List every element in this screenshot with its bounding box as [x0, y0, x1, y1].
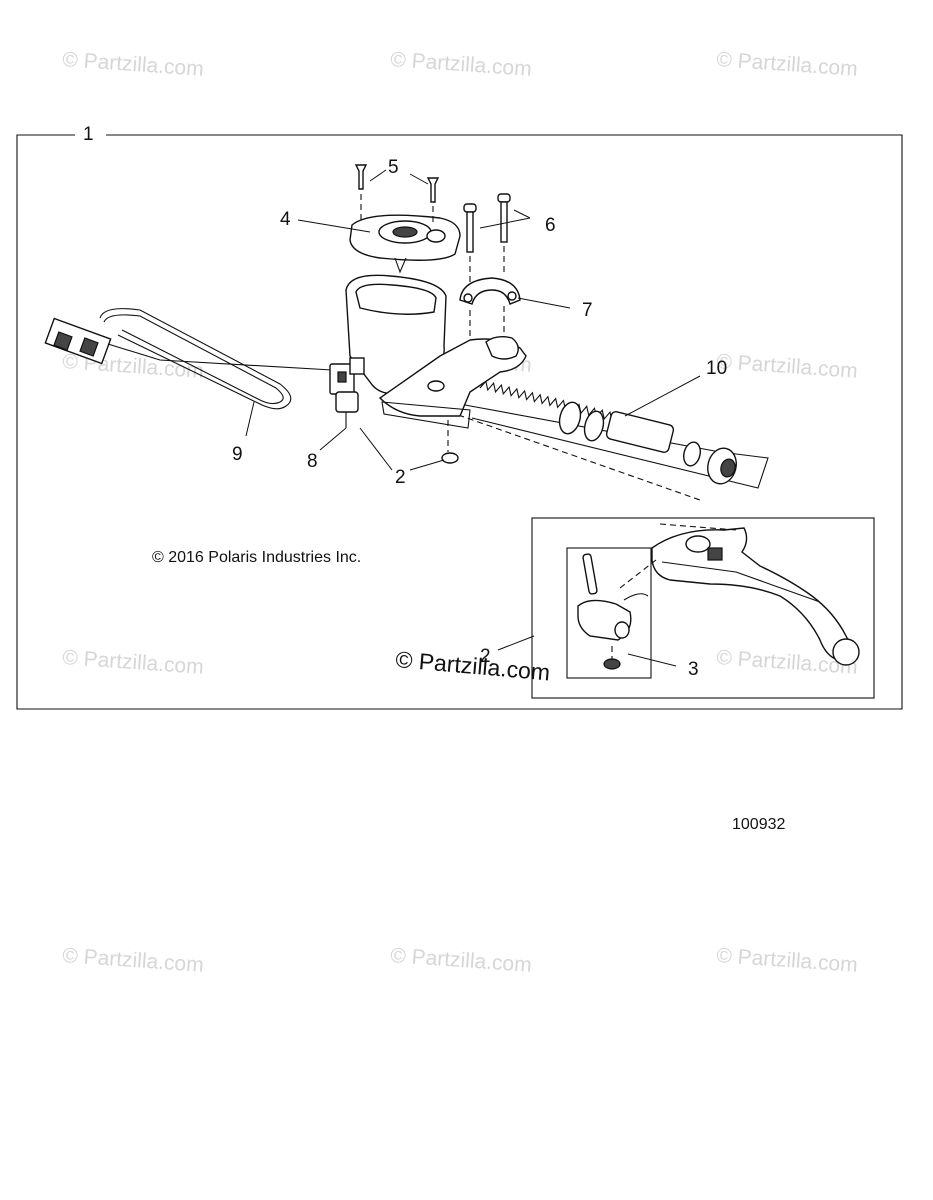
part-2-clip: [441, 452, 459, 464]
callout-5: 5: [388, 157, 399, 178]
part-9-switch-cable: [44, 308, 333, 410]
watermark: © Partzilla.com: [716, 350, 859, 383]
diagram-number: 100932: [732, 816, 785, 833]
watermark: © Partzilla.com: [390, 944, 533, 977]
callout-3: 3: [688, 659, 699, 680]
callouts: 5 4 6 7 10 9 8 2: [232, 157, 727, 488]
brake-lever: [651, 523, 860, 666]
part-10-piston-kit: [429, 380, 769, 501]
part-8-brake-switch: [329, 357, 365, 428]
part-5-cover-screws: [354, 164, 440, 226]
spring: [479, 380, 629, 425]
callout-2-inset: 2: [480, 646, 491, 667]
callout-6: 6: [545, 215, 556, 236]
watermark: © Partzilla.com: [716, 944, 859, 977]
leader-lines: [245, 169, 701, 667]
copyright-notice: © 2016 Polaris Industries Inc.: [152, 549, 361, 566]
watermark: © Partzilla.com: [390, 48, 533, 81]
callout-7: 7: [582, 300, 593, 321]
watermark: © Partzilla.com: [62, 646, 205, 679]
part-7-clamp: [459, 277, 521, 340]
callout-4: 4: [280, 209, 291, 230]
watermark-layer: © Partzilla.com © Partzilla.com © Partzi…: [62, 48, 859, 977]
callout-10: 10: [706, 358, 727, 379]
watermark: © Partzilla.com: [62, 944, 205, 977]
part-6-clamp-bolts: [463, 193, 511, 282]
callout-1: 1: [83, 124, 94, 145]
watermark: © Partzilla.com: [716, 48, 859, 81]
callout-9: 9: [232, 444, 243, 465]
callout-8: 8: [307, 451, 318, 472]
part-4-reservoir-cover: [349, 214, 461, 274]
partzilla-brand-watermark: © Partzilla.com: [395, 646, 552, 685]
assembly-frame: 1: [16, 124, 903, 710]
callout-2: 2: [395, 467, 406, 488]
master-cylinder-body: [345, 274, 527, 452]
lever-pivot-parts: [577, 553, 657, 670]
watermark: © Partzilla.com: [62, 48, 205, 81]
inset-lever-detail: 2 3: [480, 517, 875, 699]
